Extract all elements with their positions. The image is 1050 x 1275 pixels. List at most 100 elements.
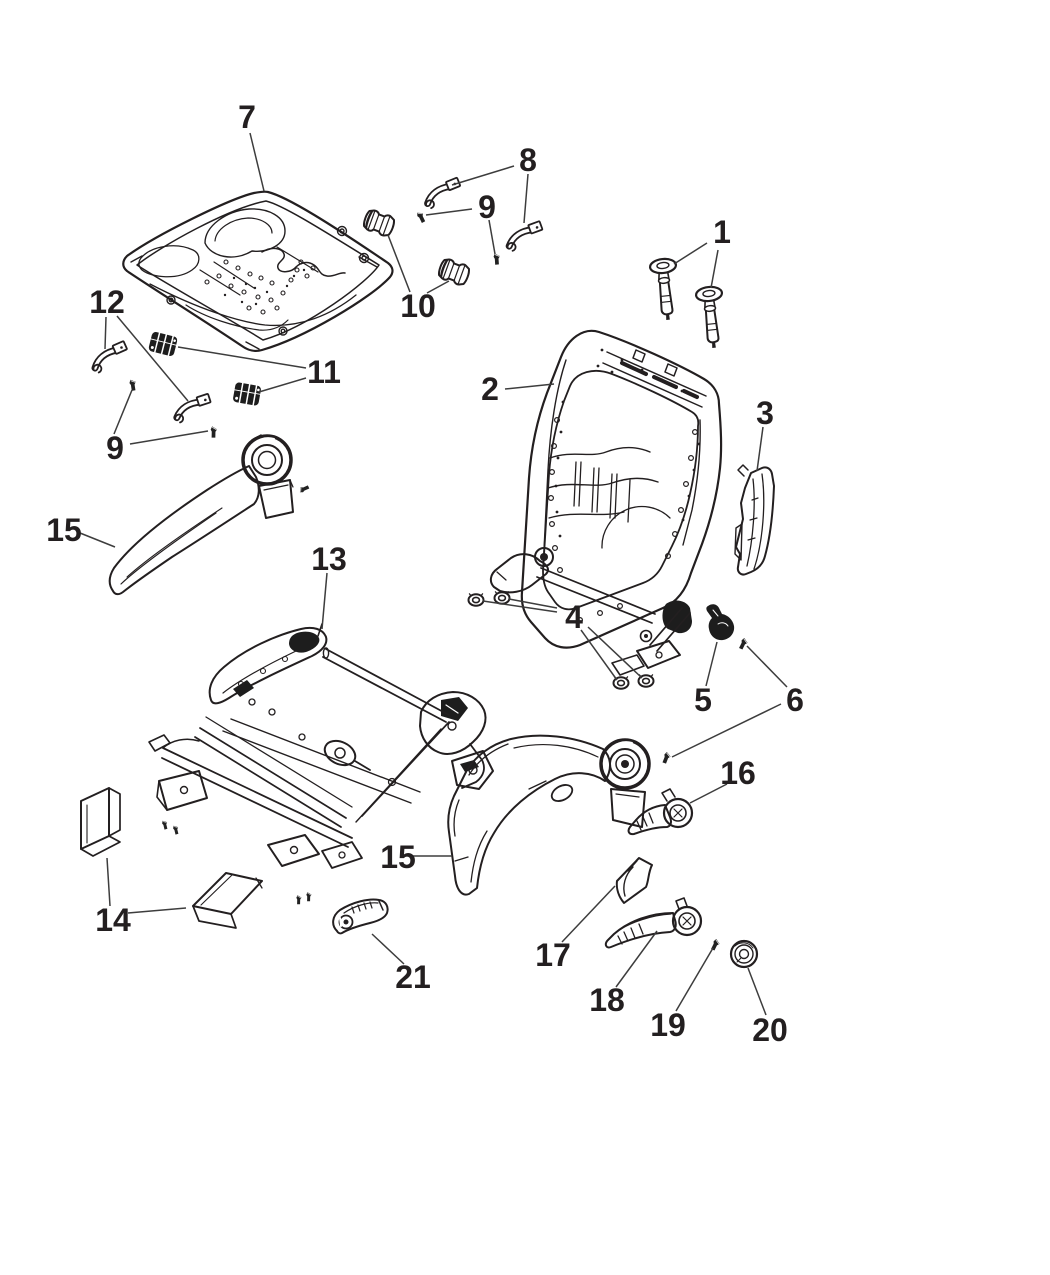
- leader-line: [425, 208, 473, 216]
- callout-number: 10: [400, 288, 436, 324]
- callout-13: 13: [311, 541, 347, 630]
- headrest-guide-icon: [694, 284, 729, 351]
- leader-line: [321, 572, 328, 630]
- callout-number: 1: [713, 214, 731, 250]
- screw-icon: [304, 891, 313, 903]
- clip-icon: [147, 330, 179, 358]
- leader-line: [561, 885, 616, 943]
- part-1-headrest-guides: [648, 256, 729, 351]
- part-14-wedge-brackets: [80, 787, 263, 929]
- callout-number: 11: [307, 354, 341, 390]
- pan-bosses: [166, 225, 370, 336]
- leader-line: [671, 703, 782, 758]
- callout-number: 2: [481, 371, 499, 407]
- callout-number: 19: [650, 1007, 686, 1043]
- callout-12: 12: [89, 284, 189, 402]
- screw-icon: [735, 636, 750, 652]
- callout-4: 4: [482, 598, 643, 681]
- part-3-seat-back-panel: [734, 464, 775, 576]
- part-7-seat-cushion-pan: [122, 190, 394, 353]
- leader-line: [177, 346, 307, 369]
- screw-icon: [172, 825, 180, 836]
- pan-dots: [223, 268, 306, 306]
- leader-line: [387, 234, 411, 293]
- callout-number: 3: [756, 395, 774, 431]
- leader-line: [705, 641, 718, 687]
- strap-bracket-icon: [426, 176, 461, 209]
- frame-holes: [547, 417, 698, 623]
- leader-line: [747, 967, 767, 1016]
- leader-line: [127, 907, 187, 914]
- part-12-brackets: [93, 341, 211, 425]
- leader-line: [710, 249, 719, 289]
- part-18-adjuster-handle: [604, 897, 703, 949]
- leader-line: [249, 132, 265, 192]
- headrest-guide-icon: [648, 256, 683, 323]
- part-19-screw: [707, 937, 722, 953]
- leader-line: [104, 316, 107, 350]
- callout-number: 16: [720, 755, 756, 791]
- callout-number: 17: [535, 937, 571, 973]
- leader-line: [371, 933, 405, 965]
- callout-9: 9: [106, 389, 209, 466]
- callout-3: 3: [756, 395, 774, 472]
- callout-5: 5: [694, 641, 718, 718]
- strap-bracket-icon: [507, 219, 543, 253]
- strap-bracket-icon: [93, 341, 127, 373]
- frame-rivets: [554, 348, 701, 538]
- callout-6: 6: [671, 645, 804, 758]
- part-20-knob-cap: [729, 939, 759, 969]
- leader-line: [587, 626, 643, 679]
- callout-17: 17: [535, 885, 616, 973]
- part-5-recliner-bolt: [706, 604, 735, 641]
- screw-icon: [298, 484, 311, 494]
- callout-number: 12: [89, 284, 125, 320]
- callout-number: 8: [519, 142, 537, 178]
- leader-line: [504, 383, 555, 390]
- clip-icon: [231, 380, 263, 408]
- callout-number: 6: [786, 682, 804, 718]
- callout-9: 9: [425, 189, 496, 255]
- callout-14: 14: [95, 857, 187, 938]
- callout-2: 2: [481, 371, 555, 407]
- callout-number: 7: [238, 99, 256, 135]
- callout-number: 9: [478, 189, 496, 225]
- callout-number: 15: [46, 512, 82, 548]
- flange-nut-icon: [467, 592, 485, 607]
- callout-18: 18: [589, 930, 658, 1018]
- part-17-handle-cover: [615, 857, 653, 904]
- bushing-icon: [360, 207, 398, 239]
- callout-number: 14: [95, 902, 131, 938]
- leader-line: [426, 280, 450, 294]
- screw-icon: [491, 252, 502, 267]
- pan-holes: [204, 259, 316, 315]
- leader-line: [116, 315, 189, 402]
- leader-line: [451, 165, 515, 186]
- callout-15: 15: [46, 512, 116, 548]
- callout-number: 9: [106, 430, 124, 466]
- bushing-icon: [435, 256, 473, 288]
- part-16-recliner-handle: [627, 788, 694, 836]
- callout-number: 5: [694, 682, 712, 718]
- strap-bracket-icon: [175, 391, 212, 426]
- leader-line: [508, 598, 558, 609]
- leader-line: [523, 173, 529, 224]
- leader-line: [580, 629, 618, 681]
- screw-icon: [161, 820, 169, 831]
- leader-line: [675, 947, 714, 1012]
- screw-icon: [127, 378, 138, 393]
- callout-16: 16: [689, 755, 756, 804]
- leader-line: [113, 389, 133, 435]
- part-15-shield-right: [447, 734, 651, 896]
- callout-19: 19: [650, 947, 714, 1043]
- leader-line: [482, 600, 558, 613]
- leader-line: [488, 219, 496, 255]
- callout-10: 10: [387, 234, 450, 324]
- callout-1: 1: [673, 214, 731, 289]
- leader-line: [756, 426, 764, 472]
- leader-line: [129, 430, 209, 445]
- part-2-seat-back-frame: [489, 329, 723, 676]
- parts-layer: [80, 176, 775, 969]
